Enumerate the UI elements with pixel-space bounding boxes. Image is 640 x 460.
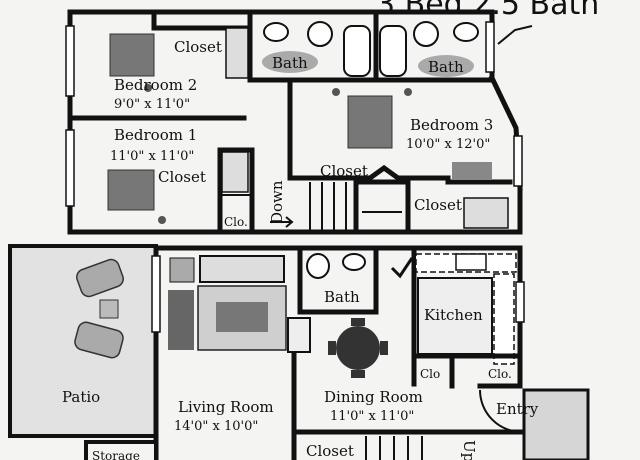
label-living-room: Living Room [178, 398, 274, 416]
kitchen-counter-right [493, 273, 515, 365]
label-closet-bed1: Closet [158, 168, 206, 186]
dims-bedroom1: 11'0" x 11'0" [110, 149, 194, 164]
toilet-left [307, 21, 333, 47]
dining-chair-top [351, 318, 365, 326]
window-living [151, 255, 161, 333]
sofa [199, 255, 285, 283]
label-clo-upstairs: Clo. [224, 215, 248, 229]
stairs-down-treads [309, 182, 347, 232]
label-closet-bed3: Closet [414, 196, 462, 214]
coffee-table [216, 302, 268, 332]
closet-hangers-bed3 [463, 197, 509, 229]
title-leader-line [497, 25, 533, 45]
entry-porch [522, 388, 590, 460]
nightstand-lamp-b3a [332, 88, 340, 96]
dims-bedroom2: 9'0" x 11'0" [114, 97, 190, 112]
closet-hangers-bed1 [221, 151, 249, 193]
storage-room [84, 440, 158, 460]
stairs-down-arrow [270, 216, 294, 228]
dining-chair-left [328, 341, 336, 355]
nightstand-lamp-b2 [144, 84, 152, 92]
label-stairs-down: Down [268, 180, 286, 224]
label-entry: Entry [496, 400, 539, 418]
label-bath-main: Bath [324, 288, 360, 306]
label-patio: Patio [62, 388, 100, 406]
label-bedroom3: Bedroom 3 [410, 116, 493, 134]
armchair [287, 317, 311, 353]
kitchen-sink [455, 253, 487, 271]
dining-chair-bottom [351, 370, 365, 378]
label-storage: Storage [92, 449, 140, 460]
wall-lower-bath [297, 247, 379, 315]
wall-hall-closet [353, 179, 411, 235]
label-bedroom1: Bedroom 1 [114, 126, 197, 144]
bath-mat-left [262, 51, 318, 73]
nightstand-lamp-b3b [404, 88, 412, 96]
label-closet-bottom: Closet [306, 442, 354, 460]
window-bath-right [485, 21, 495, 73]
sink-right [453, 22, 479, 42]
label-bath-right: Bath [428, 58, 464, 76]
stairs-up-treads [365, 436, 423, 460]
check-mark-icon [390, 257, 414, 279]
label-clo-kitchen-right: Clo. [488, 367, 512, 381]
tv-console [168, 290, 194, 350]
toilet-lower [306, 253, 330, 279]
bed-bedroom2 [109, 33, 155, 77]
closet-hangers-top [225, 27, 249, 79]
patio-table [99, 299, 119, 319]
toilet-right [413, 21, 439, 47]
dims-living-room: 14'0" x 10'0" [174, 419, 258, 434]
dining-chair-right [380, 341, 388, 355]
kitchen-island [417, 277, 493, 355]
patio-lounger-1 [76, 258, 124, 298]
window-kitchen [515, 281, 525, 323]
patio-lounger-2 [74, 321, 124, 359]
dims-dining-room: 11'0" x 11'0" [330, 409, 414, 424]
wall-hall-left [287, 79, 373, 181]
bed-bedroom3 [347, 95, 393, 149]
label-closet-top: Closet [174, 38, 222, 56]
wall-hall-closet-top [366, 164, 451, 182]
label-stairs-up: Up [460, 440, 478, 460]
label-closet-hall: Closet [320, 162, 368, 180]
lower-outer-wall-top-right [153, 245, 523, 389]
wall-bed1-closet [217, 147, 255, 235]
window-bedroom2 [65, 25, 75, 97]
bath-mat-right [418, 55, 474, 77]
label-bedroom2: Bedroom 2 [114, 76, 197, 94]
sink-left [263, 22, 289, 42]
window-bedroom1 [65, 129, 75, 207]
side-table [169, 257, 195, 283]
tub-right [379, 25, 407, 77]
label-bath-left: Bath [272, 54, 308, 72]
label-dining-room: Dining Room [324, 388, 423, 406]
dresser-bedroom3 [452, 162, 492, 180]
label-kitchen: Kitchen [424, 306, 483, 324]
nightstand-lamp-b1 [158, 216, 166, 224]
tub-left [343, 25, 371, 77]
label-clo-kitchen-left: Clo [420, 367, 440, 381]
upper-outer-wall-left-bottom [67, 9, 523, 235]
sink-lower [342, 253, 366, 271]
window-bedroom3 [513, 135, 523, 187]
bed-bedroom1 [107, 169, 155, 211]
dining-table [336, 326, 380, 370]
dims-bedroom3: 10'0" x 12'0" [406, 137, 490, 152]
